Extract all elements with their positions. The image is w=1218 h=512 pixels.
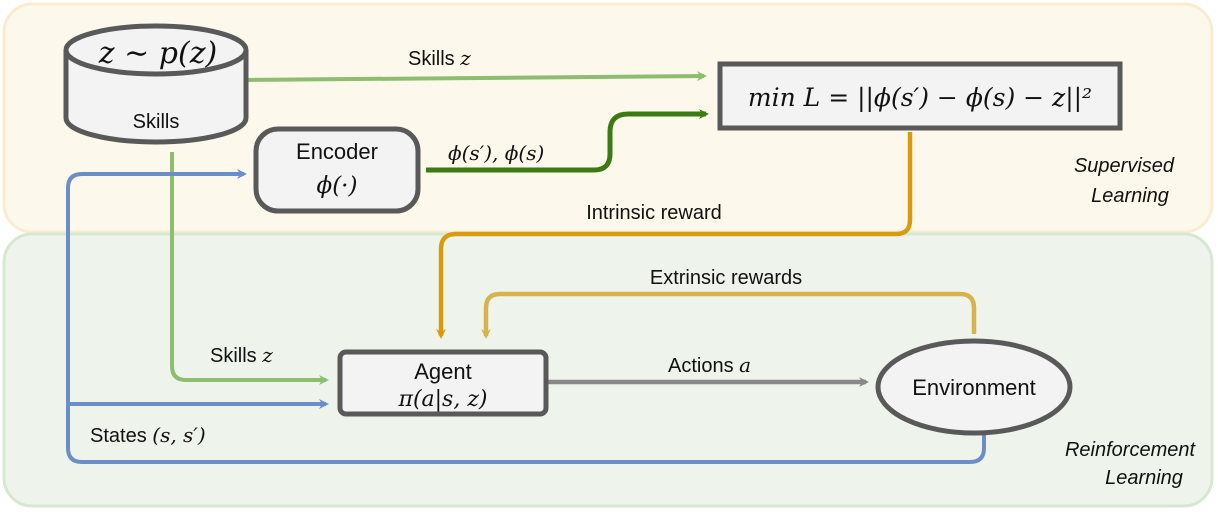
- label-actions: Actions a: [668, 353, 751, 377]
- edge-skills-to-agent: [170, 152, 329, 385]
- skills-formula: z ∼ p(z): [98, 36, 217, 71]
- edge-skills-to-loss: [245, 71, 707, 82]
- label-encoder-to-loss: ϕ(s′), ϕ(s): [448, 141, 544, 165]
- label-extrinsic-rewards: Extrinsic rewards: [650, 267, 802, 289]
- skills-database[interactable]: z ∼ p(z) Skills: [63, 23, 249, 145]
- encoder-box[interactable]: Encoder ϕ(·): [253, 126, 421, 214]
- loss-box[interactable]: min L = ||ϕ(s′) − ϕ(s) − z||²: [717, 61, 1123, 131]
- label-skills-to-loss: Skills z: [408, 46, 471, 70]
- reinforcement-label-line1: Reinforcement: [1065, 439, 1197, 461]
- environment-label: Environment: [912, 375, 1036, 400]
- supervised-label-line1: Supervised: [1074, 155, 1175, 177]
- edge-states: [66, 169, 986, 464]
- encoder-title: Encoder: [296, 139, 378, 164]
- edge-encoder-to-loss: [426, 109, 709, 173]
- loss-formula: min L = ||ϕ(s′) − ϕ(s) − z||²: [748, 83, 1092, 113]
- agent-title: Agent: [414, 359, 472, 384]
- supervised-label-line2: Learning: [1091, 185, 1169, 207]
- label-intrinsic-reward: Intrinsic reward: [586, 202, 722, 224]
- agent-box[interactable]: Agent π(a|s, z): [337, 349, 549, 417]
- label-states: States (s, s′): [90, 423, 206, 447]
- skills-label: Skills: [133, 111, 180, 133]
- edge-intrinsic-reward: [436, 132, 913, 339]
- agent-formula: π(a|s, z): [397, 387, 487, 412]
- encoder-formula: ϕ(·): [317, 173, 358, 199]
- environment-node[interactable]: Environment: [875, 338, 1073, 436]
- reinforcement-label-line2: Learning: [1105, 467, 1183, 489]
- label-skills-to-agent: Skills z: [210, 343, 273, 367]
- edge-extrinsic-rewards: [481, 291, 977, 339]
